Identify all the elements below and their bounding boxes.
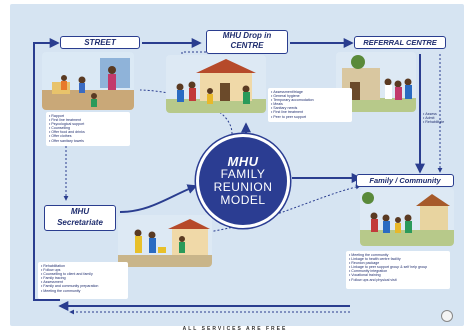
model-title-circle: MHU FAMILY REUNION MODEL	[196, 134, 290, 228]
drop-in-label-line2: CENTRE	[230, 41, 264, 50]
model-title-line3: REUNION	[213, 180, 273, 194]
list-item: Family tracing	[41, 276, 125, 280]
list-item: Sanitary needs	[271, 106, 349, 110]
list-item: Offer clothes	[49, 134, 127, 138]
list-item: Follow ups and physical visit	[349, 278, 447, 282]
list-item: Temporary accomodation	[271, 98, 349, 102]
list-item: Linkage to health centre facility	[349, 257, 447, 261]
list-item: Peer to peer support	[271, 115, 349, 119]
drop-in-label-line1: MHU Drop in	[222, 31, 272, 40]
street-scene-illustration	[42, 52, 134, 110]
list-item: First line treatment	[271, 110, 349, 114]
list-item: Linkage to peer support group & self hel…	[349, 265, 447, 269]
model-title-line4: MODEL	[220, 193, 266, 207]
street-label: STREET	[60, 36, 140, 49]
footer-text: ALL SERVICES ARE FREE	[182, 326, 288, 332]
list-item: Counselling	[49, 126, 127, 130]
model-title-line1: MHU	[227, 154, 259, 169]
referral-services-list: Assess Admit Rehabilitate	[420, 110, 460, 126]
drop-in-services-list: Assessment/triage General hygiene Tempor…	[268, 88, 352, 122]
organization-logo-icon	[441, 310, 453, 322]
secretariat-services-list: Rehabilitation Follow ups Counselling to…	[38, 262, 128, 299]
secretariat-illustration	[118, 215, 212, 267]
family-community-label: Family / Community	[356, 174, 454, 187]
list-item: Rehabilitation	[41, 264, 125, 268]
list-item: Vocational training	[349, 273, 447, 277]
list-item: Reunion package	[349, 261, 447, 265]
secretariat-label-line1: MHU	[70, 207, 90, 216]
list-item: Offer sanitary towels	[49, 139, 127, 143]
list-item: Rapport	[49, 114, 127, 118]
drop-in-label: MHU Drop in CENTRE	[206, 30, 288, 54]
list-item: Admit	[423, 116, 457, 120]
list-item: Counselling to client and family	[41, 272, 125, 276]
list-item: First line treatment	[49, 118, 127, 122]
list-item: Assessment/triage	[271, 90, 349, 94]
referral-label: REFERRAL CENTRE	[354, 36, 446, 49]
list-item: Rehabilitate	[423, 120, 457, 124]
family-community-illustration	[360, 188, 454, 246]
secretariat-label-line2: Secretariate	[57, 218, 103, 227]
list-item: Family and community preparation	[41, 284, 125, 288]
list-item: Meeting the community	[349, 253, 447, 257]
family-community-services-list: Meeting the community Linkage to health …	[346, 251, 450, 289]
list-item: Follow ups	[41, 268, 125, 272]
drop-in-centre-illustration	[166, 55, 266, 113]
list-item: Offer food and drinks	[49, 130, 127, 134]
street-services-list: Rapport First line treatment Psycologica…	[46, 112, 130, 146]
list-item: Meeting the community	[41, 289, 125, 293]
list-item: Psycological support	[49, 122, 127, 126]
model-title-line2: FAMILY	[220, 167, 266, 181]
list-item: Community integration	[349, 269, 447, 273]
list-item: Assess	[423, 112, 457, 116]
secretariat-label: MHU Secretariate	[44, 205, 116, 231]
list-item: Meals	[271, 102, 349, 106]
list-item: Assessment	[41, 280, 125, 284]
list-item: General hygiene	[271, 94, 349, 98]
